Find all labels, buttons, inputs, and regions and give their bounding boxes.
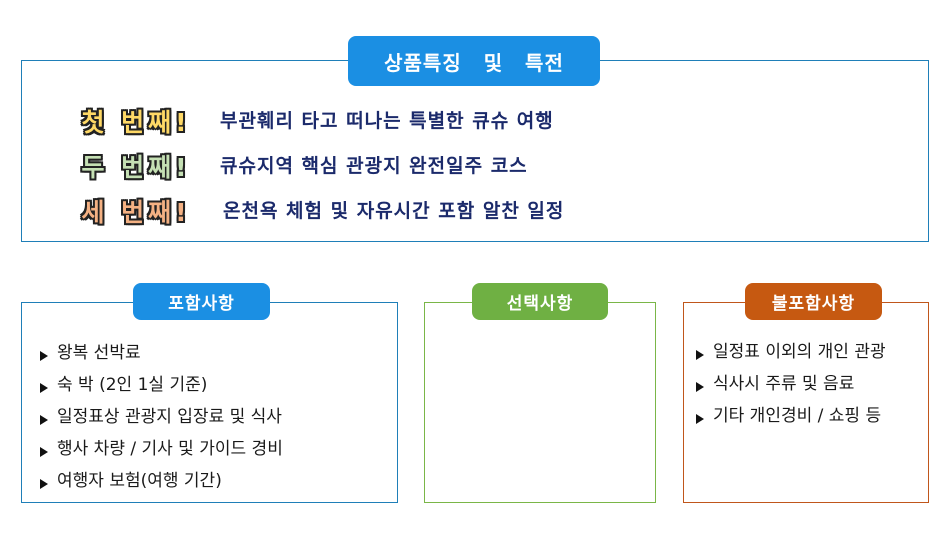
feature-ordinal: 세 번째! <box>81 198 191 227</box>
feature-text: 부관훼리 타고 떠나는 특별한 큐슈 여행 <box>220 110 554 132</box>
list-item: 식사시 주류 및 음료 <box>694 368 886 400</box>
excluded-list: 일정표 이외의 개인 관광 식사시 주류 및 음료 기타 개인경비 / 쇼핑 등 <box>694 336 886 432</box>
feature-text: 큐슈지역 핵심 관광지 완전일주 코스 <box>220 155 528 177</box>
bullet-arrow-icon <box>696 414 704 424</box>
feature-row-3: 세 번째! 온천욕 체험 및 자유시간 포함 알찬 일정 <box>22 193 928 229</box>
excluded-title: 불포함사항 <box>745 283 882 320</box>
feature-ordinal: 첫 번째! <box>81 108 191 137</box>
included-item: 여행자 보험(여행 기간) <box>57 471 222 491</box>
excluded-box: 일정표 이외의 개인 관광 식사시 주류 및 음료 기타 개인경비 / 쇼핑 등 <box>683 302 929 503</box>
optional-title: 선택사항 <box>472 283 608 320</box>
feature-row-2: 두 번째! 큐슈지역 핵심 관광지 완전일주 코스 <box>22 148 928 184</box>
list-item: 일정표 이외의 개인 관광 <box>694 336 886 368</box>
bullet-arrow-icon <box>40 415 48 425</box>
list-item: 여행자 보험(여행 기간) <box>38 465 283 497</box>
list-item: 기타 개인경비 / 쇼핑 등 <box>694 400 886 432</box>
included-item: 숙 박 (2인 1실 기준) <box>57 375 208 395</box>
feature-text: 온천욕 체험 및 자유시간 포함 알찬 일정 <box>223 200 565 222</box>
included-list: 왕복 선박료 숙 박 (2인 1실 기준) 일정표상 관광지 입장료 및 식사 … <box>38 337 283 497</box>
included-box: 왕복 선박료 숙 박 (2인 1실 기준) 일정표상 관광지 입장료 및 식사 … <box>21 302 398 503</box>
excluded-item: 식사시 주류 및 음료 <box>713 374 855 394</box>
bullet-arrow-icon <box>40 447 48 457</box>
excluded-item: 일정표 이외의 개인 관광 <box>713 342 886 362</box>
feature-row-1: 첫 번째! 부관훼리 타고 떠나는 특별한 큐슈 여행 <box>22 103 928 139</box>
bullet-arrow-icon <box>40 383 48 393</box>
included-item: 행사 차량 / 기사 및 가이드 경비 <box>57 439 283 459</box>
list-item: 일정표상 관광지 입장료 및 식사 <box>38 401 283 433</box>
features-title: 상품특징 및 특전 <box>348 36 600 86</box>
excluded-item: 기타 개인경비 / 쇼핑 등 <box>713 406 882 426</box>
list-item: 행사 차량 / 기사 및 가이드 경비 <box>38 433 283 465</box>
feature-ordinal: 두 번째! <box>81 153 191 182</box>
included-item: 일정표상 관광지 입장료 및 식사 <box>57 407 282 427</box>
optional-box <box>424 302 656 503</box>
included-title: 포함사항 <box>133 283 270 320</box>
bullet-arrow-icon <box>40 351 48 361</box>
list-item: 왕복 선박료 <box>38 337 283 369</box>
bullet-arrow-icon <box>696 350 704 360</box>
bullet-arrow-icon <box>40 479 48 489</box>
list-item: 숙 박 (2인 1실 기준) <box>38 369 283 401</box>
bullet-arrow-icon <box>696 382 704 392</box>
features-box: 첫 번째! 부관훼리 타고 떠나는 특별한 큐슈 여행 두 번째! 큐슈지역 핵… <box>21 60 929 242</box>
included-item: 왕복 선박료 <box>57 343 141 363</box>
